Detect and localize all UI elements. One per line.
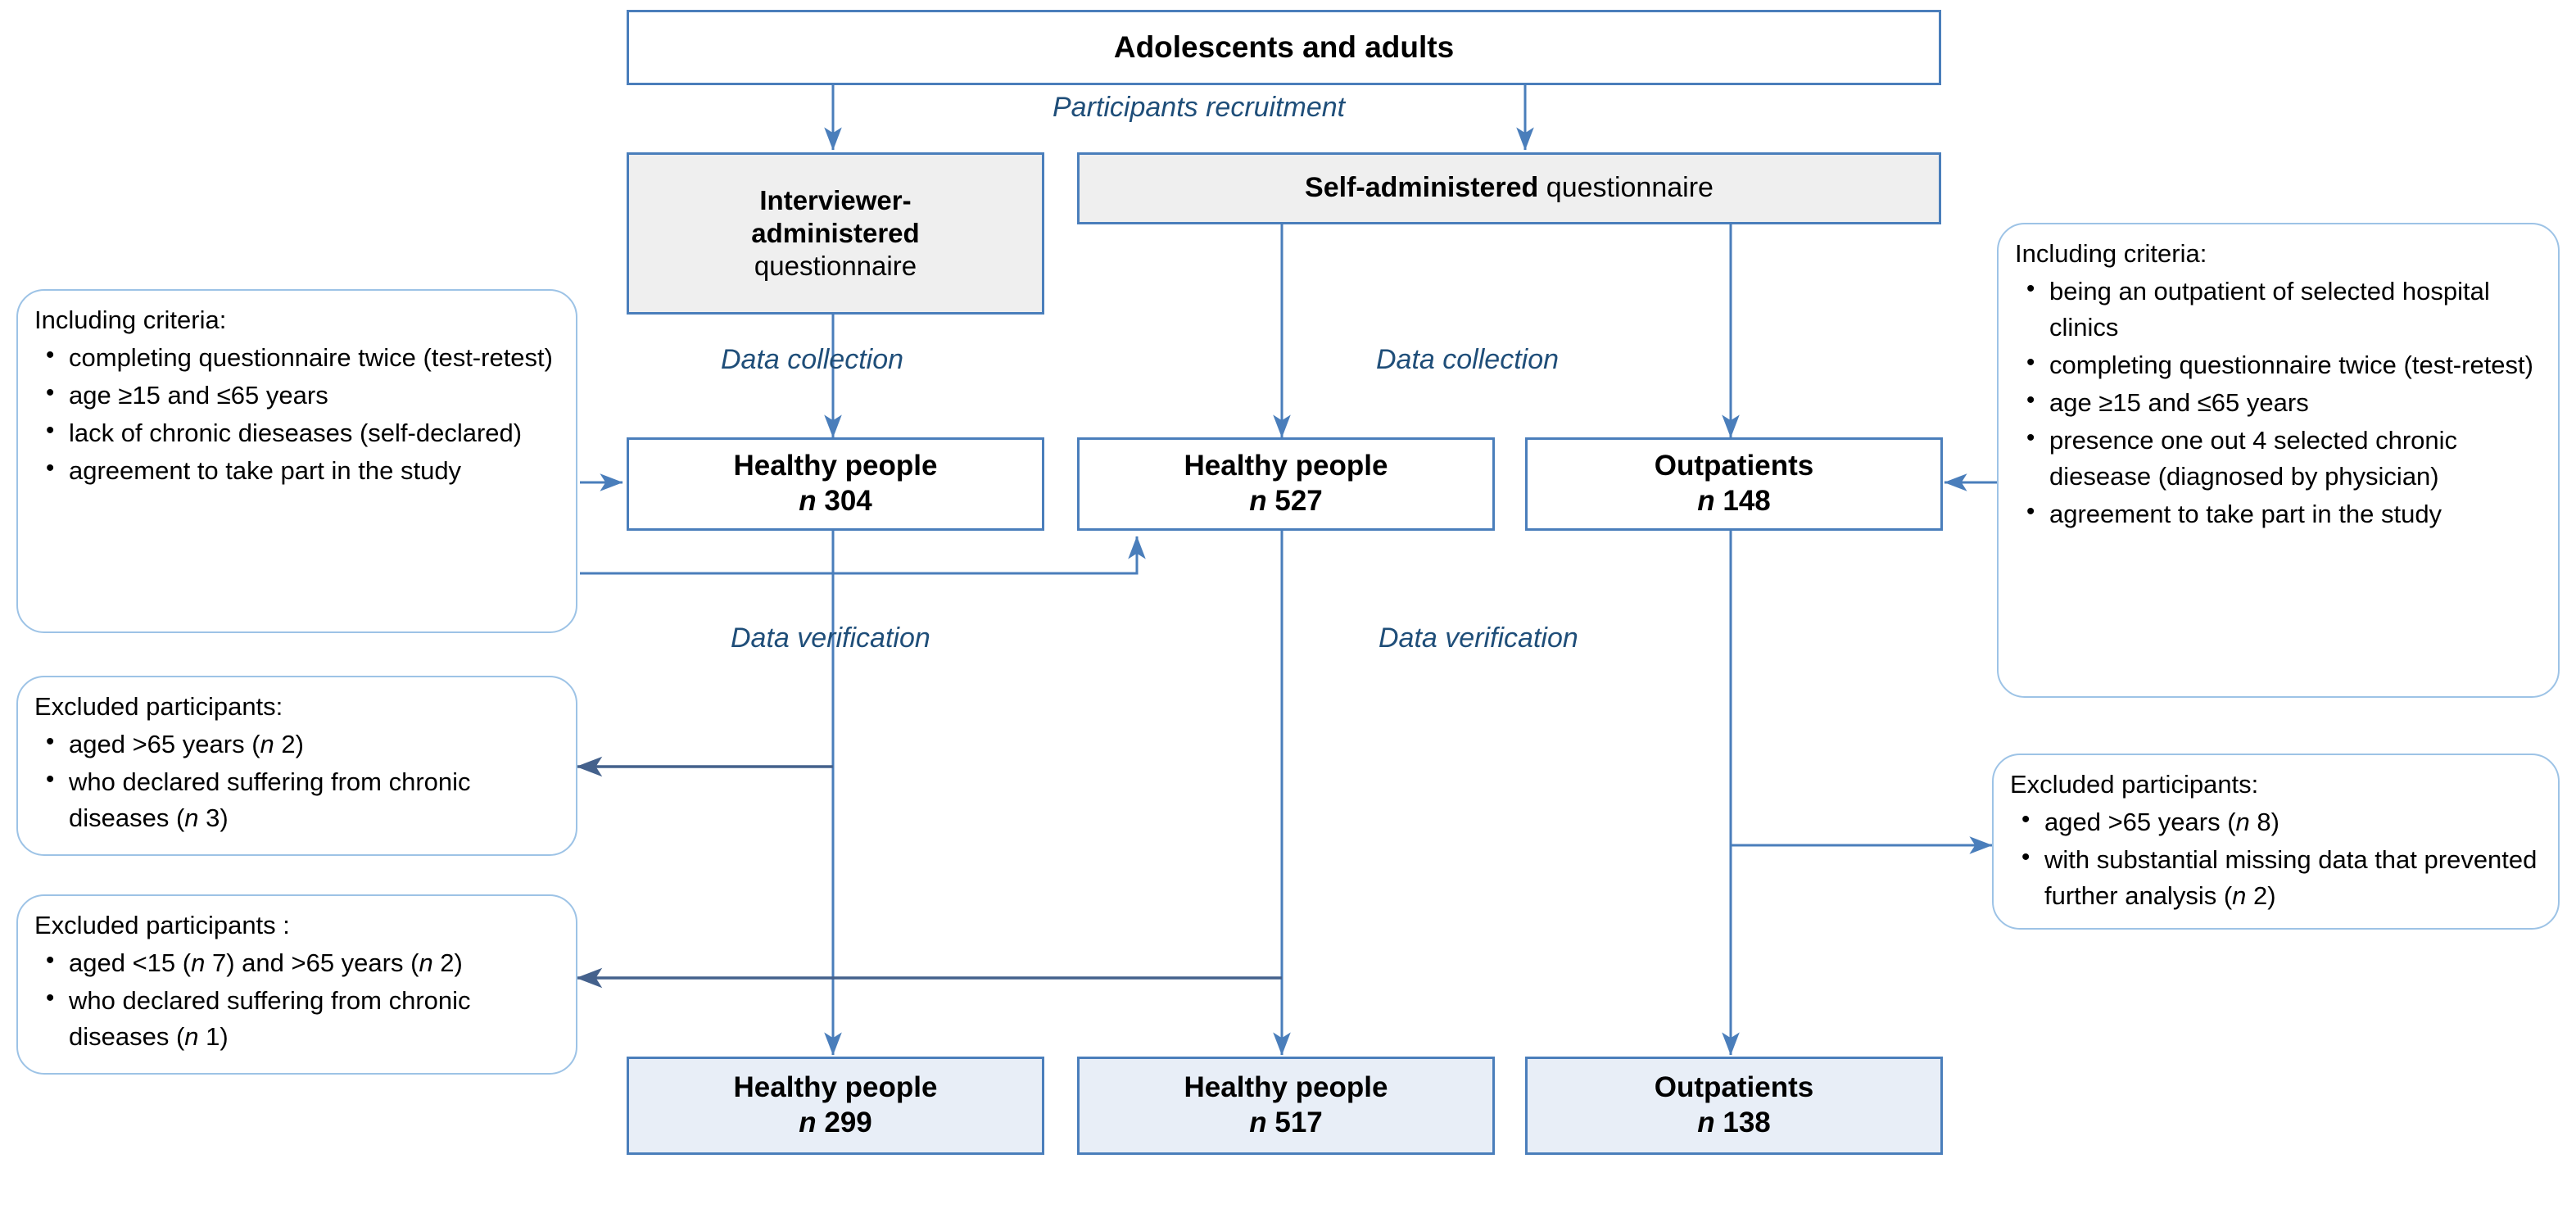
excluded-left-bottom-header: Excluded participants : bbox=[34, 911, 290, 939]
n-value: 517 bbox=[1274, 1107, 1323, 1138]
including-criteria-left-list: completing questionnaire twice (test-ret… bbox=[34, 338, 558, 489]
edge-label-data-collection-right: Data collection bbox=[1376, 344, 1560, 375]
node-count: n 527 bbox=[1249, 484, 1323, 519]
node-label-line-1: Interviewer- bbox=[759, 184, 912, 215]
n-value: 148 bbox=[1723, 485, 1771, 517]
list-item: agreement to take part in the study bbox=[34, 451, 558, 489]
node-outpatients-148[interactable]: Outpatients n 148 bbox=[1525, 437, 1943, 531]
list-item: completing questionnaire twice (test-ret… bbox=[34, 338, 558, 376]
excluded-participants-left-top[interactable]: Excluded participants: aged >65 years (n… bbox=[16, 676, 577, 856]
edge-includingleft-to-healthy527 bbox=[580, 536, 1146, 575]
list-item: who declared suffering from chronic dise… bbox=[34, 981, 558, 1055]
excluded-participants-right[interactable]: Excluded participants: aged >65 years (n… bbox=[1992, 754, 2560, 930]
including-criteria-left[interactable]: Including criteria: completing questionn… bbox=[16, 289, 577, 633]
list-item: with substantial missing data that preve… bbox=[2010, 840, 2540, 914]
excluded-right-header: Excluded participants: bbox=[2010, 770, 2259, 799]
n-italic: n bbox=[799, 1107, 817, 1138]
list-item: aged >65 years (n 8) bbox=[2010, 803, 2540, 840]
n-italic: n bbox=[1697, 485, 1715, 517]
node-label-rest: questionnaire bbox=[1538, 172, 1714, 204]
node-self-administered-questionnaire[interactable]: Self-administered questionnaire bbox=[1077, 152, 1941, 224]
node-count: n 517 bbox=[1249, 1106, 1323, 1141]
n-italic: n bbox=[799, 485, 817, 517]
node-count: n 138 bbox=[1697, 1106, 1771, 1141]
node-label: Self-administered questionnaire bbox=[1305, 171, 1714, 205]
node-label-line-3: questionnaire bbox=[754, 251, 917, 282]
node-healthy-people-517[interactable]: Healthy people n 517 bbox=[1077, 1057, 1495, 1155]
node-label: Healthy people bbox=[1184, 450, 1388, 482]
node-label: Healthy people bbox=[733, 450, 938, 482]
edge-label-participants-recruitment: Participants recruitment bbox=[1053, 92, 1346, 123]
n-value: 138 bbox=[1723, 1107, 1771, 1138]
edge-label-data-collection-left: Data collection bbox=[721, 344, 904, 375]
node-healthy-people-299[interactable]: Healthy people n 299 bbox=[627, 1057, 1044, 1155]
list-item: aged >65 years (n 2) bbox=[34, 725, 558, 763]
list-item: aged <15 (n 7) and >65 years (n 2) bbox=[34, 944, 558, 981]
n-italic: n bbox=[1697, 1107, 1715, 1138]
including-criteria-right[interactable]: Including criteria: being an outpatient … bbox=[1997, 223, 2560, 698]
n-value: 299 bbox=[824, 1107, 872, 1138]
n-value: 527 bbox=[1274, 485, 1323, 517]
excluded-participants-left-bottom[interactable]: Excluded participants : aged <15 (n 7) a… bbox=[16, 894, 577, 1075]
node-label-bold: Self-administered bbox=[1305, 172, 1539, 204]
n-italic: n bbox=[1249, 1107, 1267, 1138]
node-label: Healthy people bbox=[1184, 1071, 1388, 1104]
including-criteria-right-header: Including criteria: bbox=[2015, 239, 2207, 268]
node-count: n 299 bbox=[799, 1106, 872, 1141]
node-label: Outpatients bbox=[1654, 1071, 1814, 1104]
edge-label-data-verification-right: Data verification bbox=[1379, 622, 1578, 654]
node-label-line-2: administered bbox=[751, 217, 920, 248]
edge-label-data-verification-left: Data verification bbox=[731, 622, 930, 654]
including-criteria-right-list: being an outpatient of selected hospital… bbox=[2015, 272, 2540, 532]
excluded-left-top-header: Excluded participants: bbox=[34, 692, 283, 721]
including-criteria-left-header: Including criteria: bbox=[34, 306, 227, 334]
list-item: age ≥15 and ≤65 years bbox=[34, 376, 558, 414]
n-value: 304 bbox=[824, 485, 872, 517]
excluded-right-list: aged >65 years (n 8) with substantial mi… bbox=[2010, 803, 2540, 914]
node-healthy-people-304[interactable]: Healthy people n 304 bbox=[627, 437, 1044, 531]
list-item: completing questionnaire twice (test-ret… bbox=[2015, 346, 2540, 383]
node-count: n 304 bbox=[799, 484, 872, 519]
node-interviewer-administered-questionnaire[interactable]: Interviewer- administered questionnaire bbox=[627, 152, 1044, 315]
list-item: age ≥15 and ≤65 years bbox=[2015, 383, 2540, 421]
list-item: lack of chronic dieseases (self-declared… bbox=[34, 414, 558, 451]
node-label: Adolescents and adults bbox=[1113, 30, 1455, 65]
excluded-left-bottom-list: aged <15 (n 7) and >65 years (n 2) who d… bbox=[34, 944, 558, 1055]
node-adolescents-and-adults[interactable]: Adolescents and adults bbox=[627, 10, 1941, 85]
list-item: who declared suffering from chronic dise… bbox=[34, 763, 558, 836]
excluded-left-top-list: aged >65 years (n 2) who declared suffer… bbox=[34, 725, 558, 836]
node-healthy-people-527[interactable]: Healthy people n 527 bbox=[1077, 437, 1495, 531]
node-label: Healthy people bbox=[733, 1071, 938, 1104]
node-label: Outpatients bbox=[1654, 450, 1814, 482]
list-item: being an outpatient of selected hospital… bbox=[2015, 272, 2540, 346]
list-item: presence one out 4 selected chronic dies… bbox=[2015, 421, 2540, 495]
node-outpatients-138[interactable]: Outpatients n 138 bbox=[1525, 1057, 1943, 1155]
list-item: agreement to take part in the study bbox=[2015, 495, 2540, 532]
node-count: n 148 bbox=[1697, 484, 1771, 519]
n-italic: n bbox=[1249, 485, 1267, 517]
